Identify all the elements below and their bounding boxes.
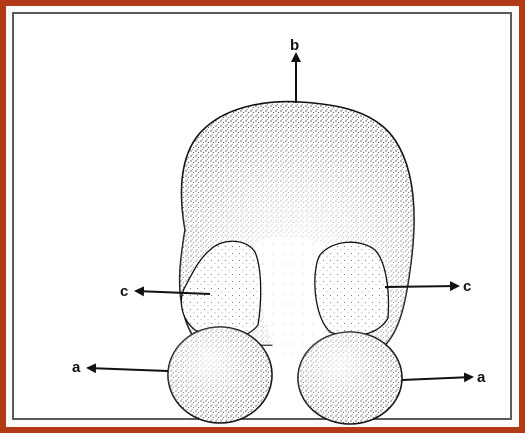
- arrow-a-left: [88, 368, 168, 371]
- arrow-c-right: [385, 286, 458, 287]
- label-a-right: a: [477, 369, 486, 386]
- label-c-right: c: [463, 278, 471, 295]
- label-a-left: a: [72, 359, 81, 376]
- right-sphere: [298, 332, 402, 424]
- right-lobe: [315, 242, 389, 336]
- arrow-a-right: [402, 377, 472, 380]
- label-c-left: c: [120, 283, 128, 300]
- label-b: b: [290, 37, 299, 54]
- left-sphere: [168, 327, 272, 423]
